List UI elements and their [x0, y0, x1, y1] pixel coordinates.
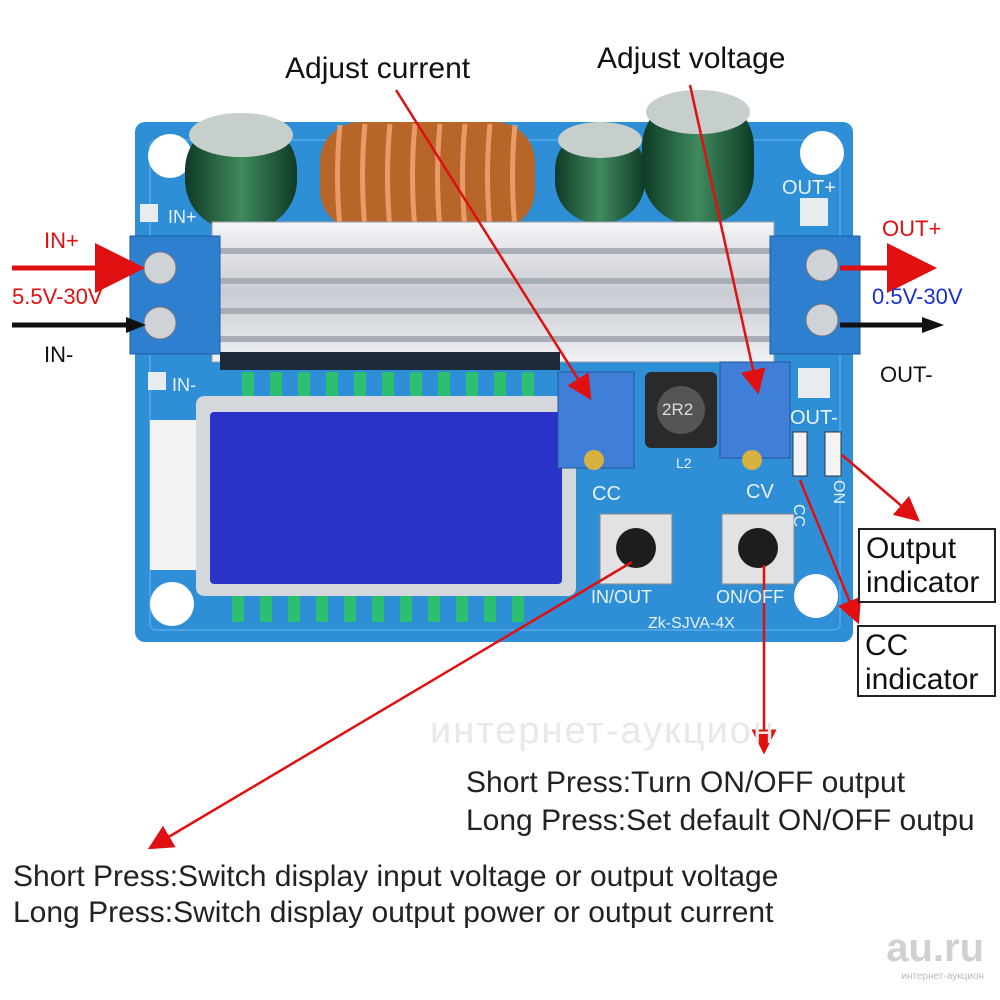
mount-hole-tl — [148, 134, 192, 178]
output-indicator-line2: indicator — [866, 566, 980, 599]
silk-out-plus: OUT+ — [782, 177, 836, 199]
in-plus-label: IN+ — [44, 228, 79, 253]
in-plus-pad — [140, 204, 158, 222]
lcd-pin-header-bottom — [232, 592, 524, 622]
lcd-display — [150, 396, 576, 596]
on-off-pushbutton — [721, 513, 795, 585]
adjust-current-leader — [394, 89, 592, 401]
mount-hole-tr — [800, 131, 844, 175]
in-out-leader — [147, 560, 633, 850]
lcd-pin-header-top — [242, 372, 534, 402]
silk-inductor-code: 2R2 — [662, 400, 694, 419]
output-indicator-leader — [841, 454, 920, 522]
on-off-long-press: Long Press:Set default ON/OFF outpu — [466, 806, 975, 836]
cc-indicator-line2: indicator — [865, 663, 979, 696]
capacitor-mid — [555, 122, 645, 223]
silk-led-on: ON — [830, 480, 847, 504]
silk-model: Zk-SJVA-4X — [648, 615, 735, 632]
output-indicator-line1: Output — [866, 532, 957, 565]
out-plus-label: OUT+ — [882, 216, 942, 241]
watermark-tagline: интернет-аукцион — [430, 710, 776, 752]
cc-indicator-leader — [798, 479, 862, 625]
silk-on-off: ON/OFF — [716, 587, 784, 607]
heatsink — [211, 221, 775, 370]
capacitor-right — [642, 90, 754, 225]
on-off-short-press: Short Press:Turn ON/OFF output — [466, 766, 906, 799]
in-minus-pad — [148, 372, 166, 390]
output-indicator-box: Output indicator — [858, 528, 996, 603]
silk-cc: CC — [592, 483, 621, 505]
mount-hole-br — [794, 574, 838, 618]
cc-indicator-box: CC indicator — [857, 625, 996, 697]
silk-in-plus: IN+ — [168, 207, 197, 227]
silk-in-out: IN/OUT — [591, 587, 652, 607]
output-terminal-block — [769, 235, 861, 355]
silk-in-minus: IN- — [172, 375, 196, 395]
cc-potentiometer — [557, 371, 635, 470]
silk-l2: L2 — [676, 455, 692, 471]
toroid-inductor — [320, 122, 535, 230]
in-out-short-press: Short Press:Switch display input voltage… — [13, 860, 779, 893]
out-minus-pad — [798, 368, 830, 398]
input-terminal-block — [129, 235, 221, 355]
cc-led — [792, 431, 808, 477]
output-range-label: 0.5V-30V — [872, 284, 963, 309]
au-ru-logo-tagline: интернет-аукцион — [901, 971, 984, 982]
mount-hole-bl — [150, 582, 194, 626]
out-plus-pad — [800, 198, 828, 226]
on-led — [824, 431, 842, 477]
capacitor-left — [185, 113, 297, 230]
silk-out-minus: OUT- — [790, 407, 838, 429]
silk-led-cc: CC — [790, 504, 807, 528]
in-minus-label: IN- — [44, 342, 74, 367]
au-ru-logo-text: au.ru — [886, 926, 984, 970]
in-out-long-press: Long Press:Switch display output power o… — [13, 896, 774, 929]
cc-indicator-line1: CC — [865, 629, 909, 662]
adjust-voltage-leader — [688, 84, 766, 395]
in-out-pushbutton — [599, 513, 673, 585]
silk-cv: CV — [746, 481, 774, 503]
out-minus-label: OUT- — [880, 362, 933, 387]
power-inductor — [645, 372, 717, 448]
adjust-voltage-label: Adjust voltage — [597, 42, 786, 75]
input-range-label: 5.5V-30V — [12, 284, 103, 309]
au-ru-logo: au.ru интернет-аукцион — [886, 926, 984, 982]
adjust-current-label: Adjust current — [285, 52, 471, 85]
